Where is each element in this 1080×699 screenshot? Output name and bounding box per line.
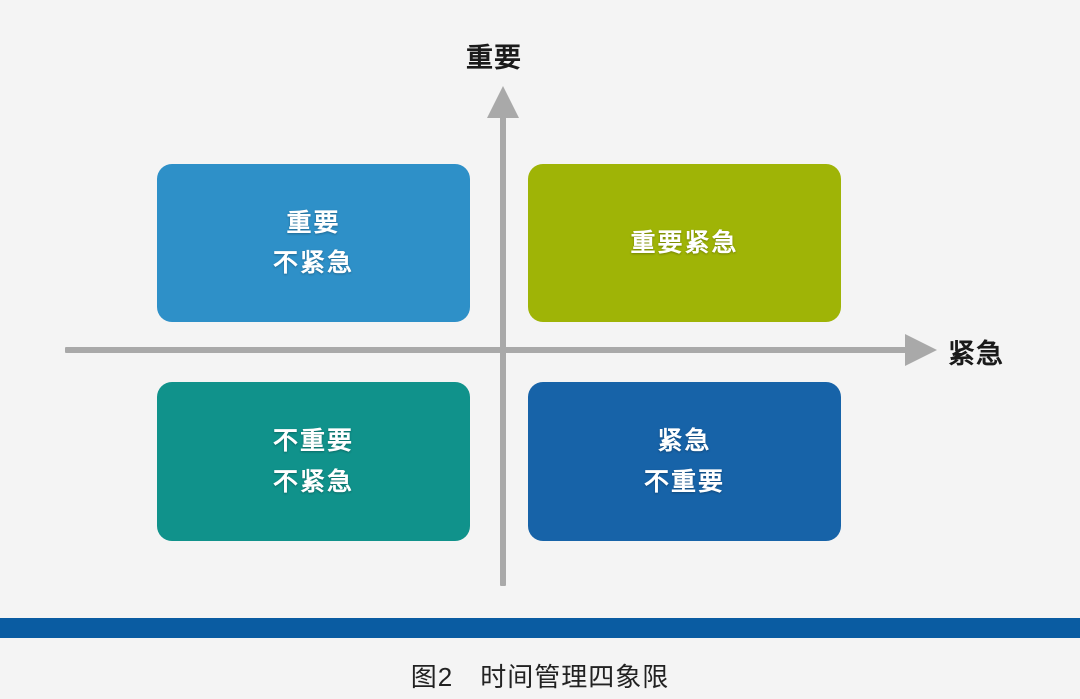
quadrant-urgent-not-important[interactable]: 紧急 不重要: [528, 382, 850, 541]
quadrant-label-line: 不紧急: [272, 467, 354, 496]
figure-caption: 图2 时间管理四象限: [410, 662, 670, 692]
footer-rule: [0, 618, 1080, 638]
arrow-up-icon: [487, 86, 519, 118]
horizontal-axis-label: 紧急: [948, 339, 1004, 369]
quadrant-label-line: 不重要: [272, 427, 354, 455]
quadrant-label-line: 紧急: [657, 427, 712, 455]
quadrant-label-line: 重要: [286, 208, 341, 237]
quadrant-label-line: 不紧急: [272, 249, 354, 277]
horizontal-axis-line: [65, 347, 923, 353]
quadrant-important-urgent[interactable]: 重要紧急: [528, 164, 850, 322]
quadrant-label-line: 重要紧急: [630, 228, 739, 257]
vertical-axis-label: 重要: [466, 43, 522, 73]
arrow-right-icon: [905, 334, 937, 366]
quadrant-not-important-not-urgent[interactable]: 不重要 不紧急: [157, 382, 479, 541]
quadrant-important-not-urgent[interactable]: 重要 不紧急: [157, 164, 479, 322]
quadrant-label-line: 不重要: [643, 467, 725, 496]
